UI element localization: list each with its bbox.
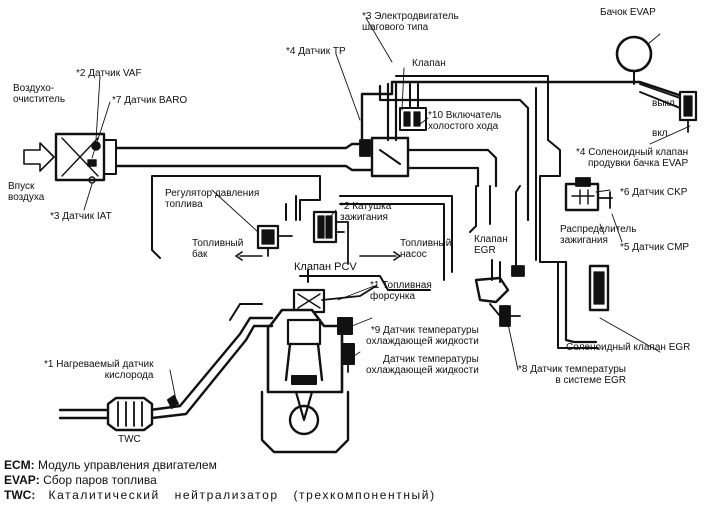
- baro-sensor-icon: [87, 159, 97, 167]
- twc-catalytic-converter: [106, 396, 154, 432]
- air-cleaner: [54, 132, 117, 182]
- label-twc: TWC: [118, 434, 141, 445]
- air-intake-arrow: [23, 142, 55, 172]
- label-idle-switch: *10 Включатель холостого хода: [428, 110, 502, 132]
- label-pcv-valve: Клапан PCV: [294, 261, 357, 273]
- label-fuel-pump: Топливный насос: [400, 238, 452, 260]
- label-ckp-sensor: *6 Датчик CKP: [620, 187, 688, 198]
- label-air-intake: Впуск воздуха: [8, 181, 45, 203]
- legend-key: TWC:: [4, 488, 36, 502]
- label-egr-valve: Клапан EGR: [474, 234, 508, 256]
- distributor: [564, 177, 613, 212]
- egr-valve: [474, 259, 525, 304]
- label-evap-canister: Бачок EVAP: [600, 7, 656, 18]
- egr-solenoid: [588, 264, 610, 312]
- label-egr-solenoid: Соленоидный клапан EGR: [566, 342, 691, 353]
- legend-evap: EVAP: Сбор паров топлива: [4, 473, 157, 487]
- evap-purge-solenoid: [639, 83, 698, 133]
- legend-value: Каталитический нейтрализатор (трехкомпон…: [38, 488, 436, 502]
- label-fuel-pressure-regulator: Регулятор давления топлива: [165, 188, 260, 210]
- label-ignition-coil: *2 Катушка зажигания: [340, 201, 392, 223]
- coolant-temp-sensor-1: [337, 317, 353, 335]
- legend-twc: TWC: Каталитический нейтрализатор (трехк…: [4, 488, 436, 502]
- label-valve: Клапан: [412, 58, 446, 69]
- coolant-temp-sensor-2: [341, 343, 355, 373]
- label-baro-sensor: *7 Датчик BARO: [112, 95, 188, 106]
- label-heated-o2-sensor: *1 Нагреваемый датчик кислорода: [44, 359, 154, 381]
- label-tp-sensor: *4 Датчик TP: [286, 46, 346, 57]
- legend-key: EVAP:: [4, 473, 40, 487]
- pcv-valve: [299, 269, 431, 291]
- throttle-body: [359, 136, 410, 178]
- evap-canister: [615, 35, 653, 85]
- legend-key: ECM:: [4, 458, 35, 472]
- label-switch-off: выкл.: [652, 98, 678, 109]
- legend-ecm: ECM: Модуль управления двигателем: [4, 458, 217, 472]
- fuel-pressure-regulator: [256, 224, 293, 257]
- label-egr-temp-sensor: *8 Датчик температуры в системе EGR: [518, 364, 626, 386]
- leader-lines: [83, 17, 691, 401]
- iat-sensor-icon: [88, 176, 96, 184]
- ignition-coil: [312, 210, 349, 265]
- label-switch-on: вкл.: [652, 128, 671, 139]
- label-air-cleaner: Воздухо- очиститель: [13, 83, 66, 105]
- label-fuel-tank: Топливный бак: [192, 238, 244, 260]
- engine-block: [260, 308, 350, 454]
- label-vaf-sensor: *2 Датчик VAF: [76, 68, 142, 79]
- label-coolant-temp-sensor-2: Датчик температуры охлаждающей жидкости: [366, 354, 479, 376]
- plenum-pipe: [406, 148, 498, 188]
- label-step-motor: *3 Электродвигатель шагового типа: [362, 11, 459, 33]
- label-coolant-temp-sensor-1: *9 Датчик температуры охлаждающей жидкос…: [366, 325, 479, 347]
- egr-temp-sensor: [489, 303, 521, 327]
- idle-control-cluster: [386, 82, 427, 142]
- label-iat-sensor: *3 Датчик IAT: [50, 211, 112, 222]
- label-cmp-sensor: *5 Датчик CMP: [620, 242, 690, 253]
- legend-value: Модуль управления двигателем: [38, 458, 217, 472]
- intake-duct: [114, 142, 374, 172]
- legend-value: Сбор паров топлива: [43, 473, 157, 487]
- egr-vacuum-line: [515, 139, 567, 271]
- label-distributor: Распределитель зажигания: [560, 224, 637, 246]
- evap-purge-line: [360, 80, 690, 142]
- label-fuel-injector: *1 Топливная форсунка: [370, 280, 432, 302]
- label-evap-purge-solenoid: *4 Соленоидный клапан продувки бачка EVA…: [576, 147, 689, 169]
